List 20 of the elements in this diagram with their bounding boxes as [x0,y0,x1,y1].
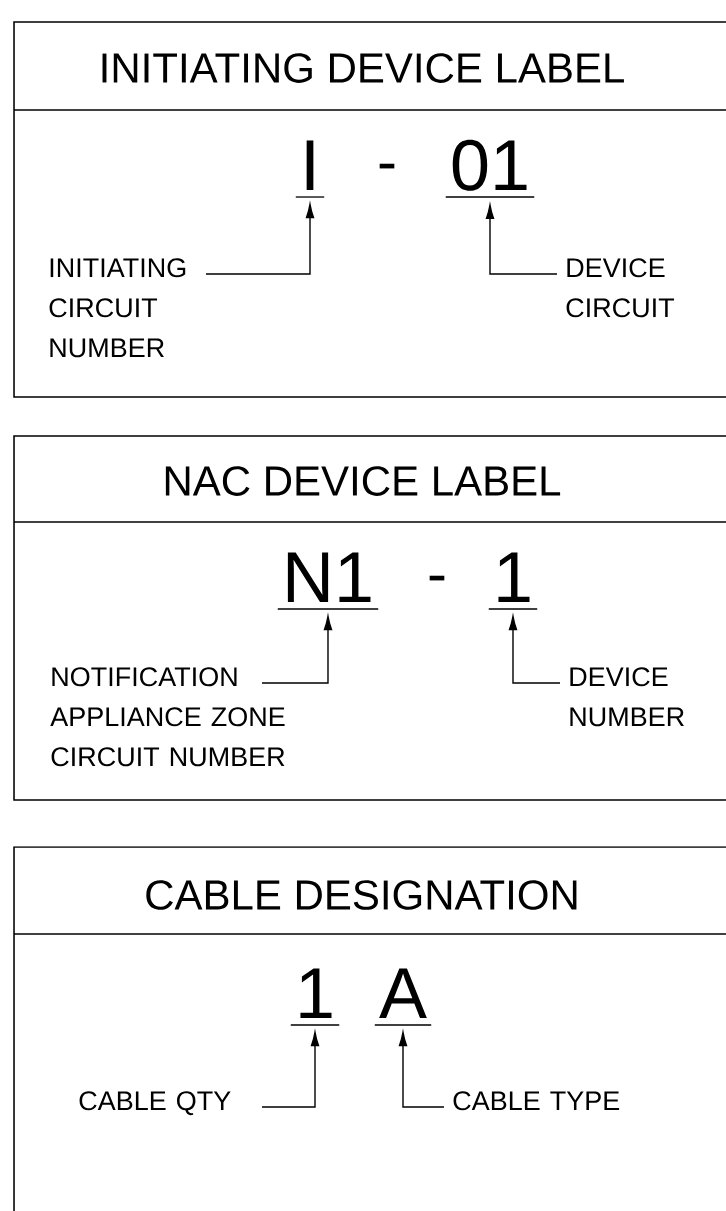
leader-arrow [508,615,561,684]
description-text: DEVICE CIRCUIT [566,258,675,318]
underlined-code: N1 [277,552,379,610]
leader-arrow [261,1031,320,1108]
underlined-code: 1 [290,968,340,1026]
leader-arrow [485,204,558,275]
description-text: DEVICE NUMBER [570,667,684,727]
underlined-code: A [374,968,432,1026]
description-text: CABLE TYPE [453,1091,620,1111]
leader-arrow [261,615,333,684]
underlined-code: 1 [488,552,538,610]
leader-arrow [398,1031,445,1108]
underlined-code: 01 [445,139,535,198]
leader-arrow [205,203,315,275]
description-text: CABLE QTY [79,1091,231,1116]
description-text: INITIATING CIRCUIT NUMBER [49,258,186,358]
underlined-code: I [295,140,325,198]
description-text: NOTIFICATION APPLIANCE ZONE CIRCUIT NUMBER [50,667,285,767]
separator-dash: - [379,163,395,169]
separator-dash: - [429,575,445,581]
